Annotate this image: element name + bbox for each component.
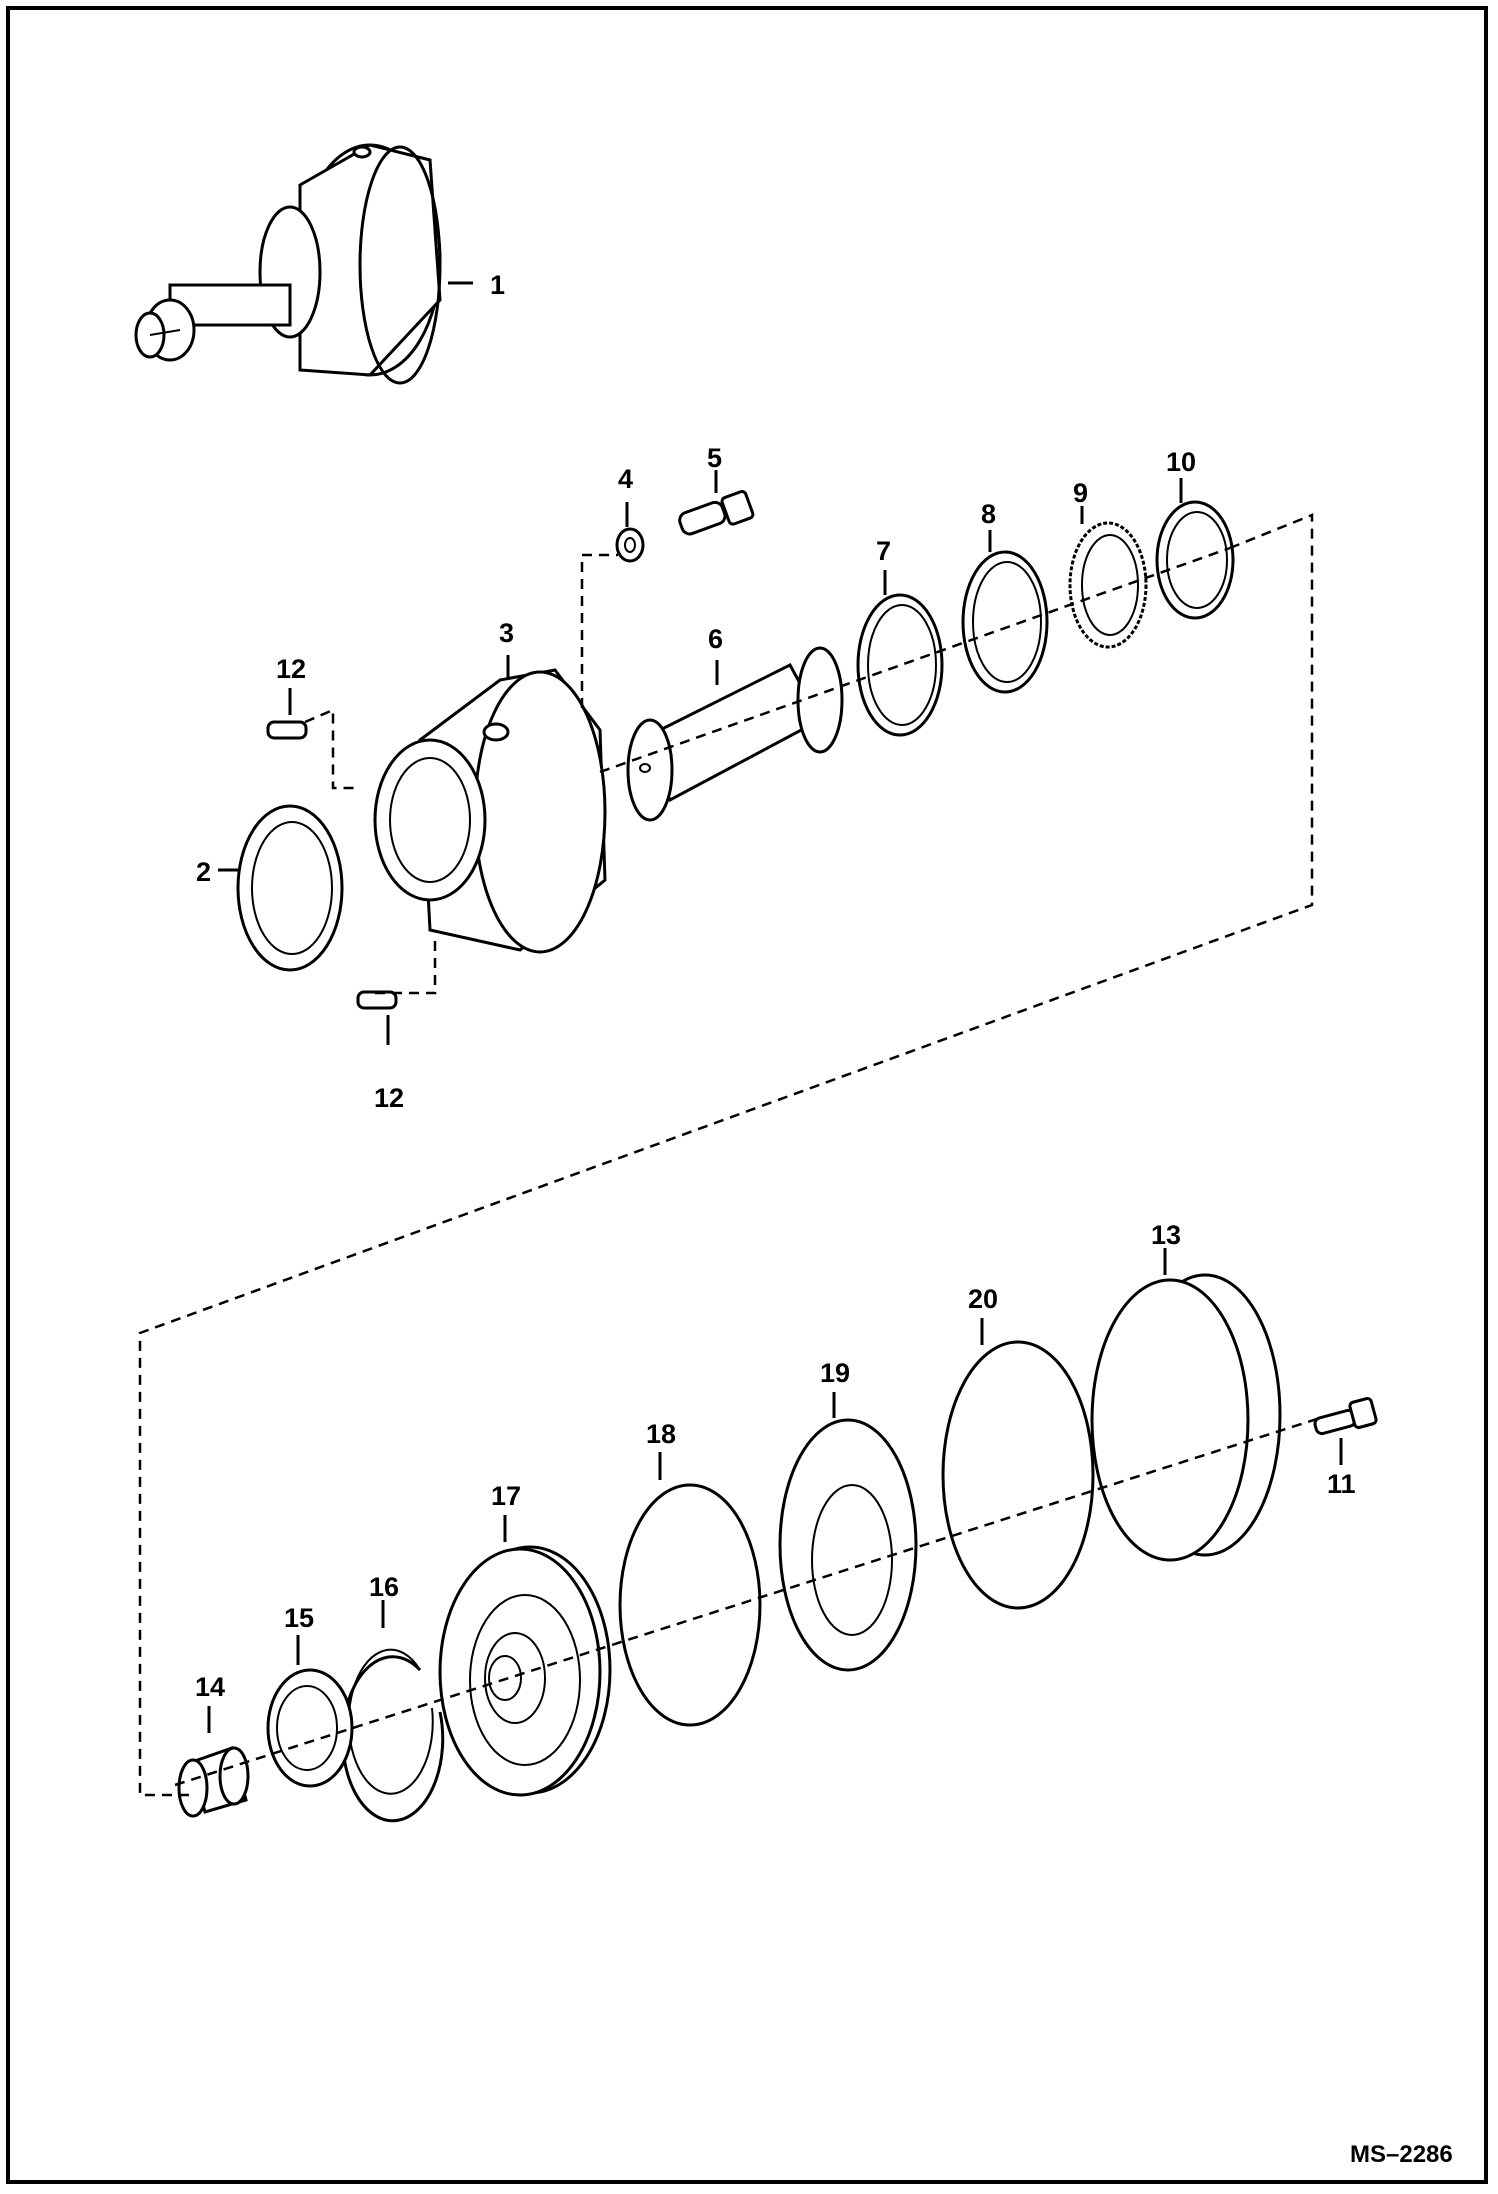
callout-6: 6 (708, 624, 723, 685)
callout-18-label: 18 (646, 1419, 676, 1449)
callout-9-label: 9 (1073, 478, 1088, 508)
callout-8: 8 (981, 499, 996, 552)
callout-4-label: 4 (618, 464, 633, 494)
callout-17-label: 17 (491, 1481, 521, 1511)
callout-5-label: 5 (707, 443, 722, 473)
callout-3: 3 (499, 618, 514, 680)
callout-19: 19 (820, 1358, 850, 1418)
callout-13: 13 (1151, 1220, 1181, 1275)
callout-12-upper-label: 12 (276, 654, 306, 684)
callout-9: 9 (1073, 478, 1088, 524)
part-14-bushing (177, 1746, 250, 1818)
part-16-retaining-ring (341, 1648, 445, 1823)
callout-10: 10 (1166, 447, 1196, 503)
callout-18: 18 (646, 1419, 676, 1480)
part-3-housing (373, 668, 607, 954)
part-20-o-ring (941, 1340, 1095, 1610)
callout-17: 17 (491, 1481, 521, 1542)
callout-2-label: 2 (196, 857, 211, 887)
callout-19-label: 19 (820, 1358, 850, 1388)
callout-11-label: 11 (1327, 1469, 1356, 1499)
part-15-seal (266, 1668, 354, 1788)
callout-14: 14 (195, 1672, 225, 1733)
callout-7-label: 7 (876, 536, 891, 566)
callout-13-label: 13 (1151, 1220, 1181, 1250)
callout-12-lower: 12 (374, 1015, 404, 1113)
part-18-o-ring (618, 1483, 762, 1727)
callout-12-lower-label: 12 (374, 1083, 404, 1113)
figure-reference-code: MS–2286 (1350, 2141, 1453, 2168)
part-4-washer (615, 527, 645, 563)
callout-12-upper: 12 (276, 654, 306, 715)
part-8-ring (961, 550, 1049, 694)
part-19-thrust-washer (778, 1418, 918, 1672)
part-12-pin-upper (266, 720, 308, 740)
callout-6-label: 6 (708, 624, 723, 654)
diagram-frame (6, 6, 1488, 2184)
callout-8-label: 8 (981, 499, 996, 529)
part-7-ring (856, 593, 944, 737)
part-9-friction-disc (1068, 521, 1148, 649)
callout-16: 16 (369, 1572, 399, 1628)
callout-2: 2 (196, 857, 240, 887)
part-5-plug (678, 490, 755, 536)
alignment-lines (138, 513, 1321, 1797)
callout-11: 11 (1327, 1438, 1356, 1499)
callout-15: 15 (284, 1603, 314, 1665)
callout-5: 5 (707, 443, 722, 493)
callout-4: 4 (618, 464, 633, 527)
part-2-washer (236, 804, 344, 972)
part-6-shaft (626, 646, 844, 822)
part-11-bolt (1313, 1396, 1378, 1436)
part-1-motor-assembly (134, 143, 442, 385)
callout-10-label: 10 (1166, 447, 1196, 477)
callout-15-label: 15 (284, 1603, 314, 1633)
callout-3-label: 3 (499, 618, 514, 648)
callout-20-label: 20 (968, 1284, 998, 1314)
callout-1: 1 (448, 270, 505, 300)
callout-7: 7 (876, 536, 891, 595)
part-17-piston (438, 1545, 612, 1797)
callout-1-label: 1 (490, 270, 505, 300)
callout-14-label: 14 (195, 1672, 225, 1702)
callout-16-label: 16 (369, 1572, 399, 1602)
part-12-pin-lower (356, 990, 398, 1010)
part-13-cover (1090, 1273, 1282, 1562)
callout-20: 20 (968, 1284, 998, 1345)
